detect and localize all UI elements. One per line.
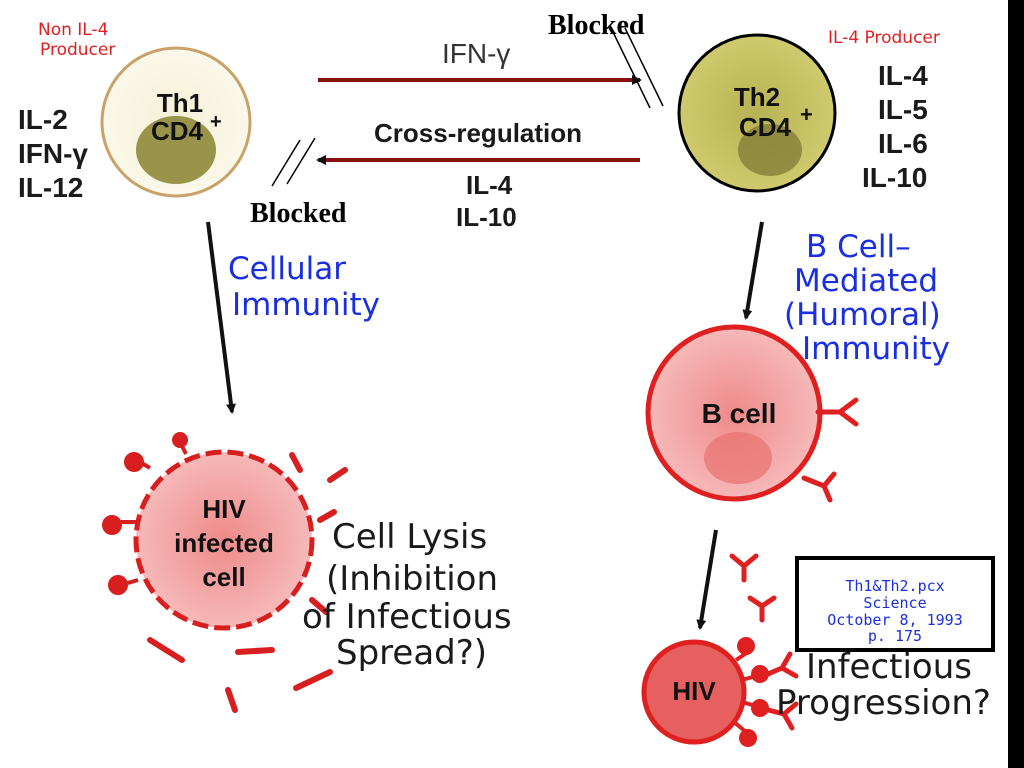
ifn-gamma-label: IFN-γ [442,38,511,69]
edge-bar [1008,0,1024,768]
blocked-mark-bottom [271,137,316,187]
th2-cytokine-3: IL-6 [878,128,928,159]
th1-producer-label-line1: Non IL-4 [38,20,109,40]
th2-cd4-sup: + [800,102,813,127]
b-cell [645,324,859,503]
humoral-immunity-arrow [742,221,764,320]
cellular-immunity-line1: Cellular [228,251,346,287]
humoral-immunity-line2: Mediated [794,263,939,299]
th1-cell [100,46,252,198]
cellular-immunity-line2: Immunity [232,287,380,323]
cross-regulation-label: Cross-regulation [374,118,583,148]
cellular-immunity-arrow [206,221,236,414]
th2-cell-name: Th2 [733,82,781,112]
citation-line4: p. 175 [867,627,923,645]
th2-producer-label: IL-4 Producer [828,28,940,48]
citation-line2: Science [863,594,927,612]
th1-cell-name: Th1 [156,88,204,118]
blocked-mark-top [611,27,664,109]
citation-box [795,556,995,652]
cell-lysis-line3: of Infectious [302,597,512,637]
hiv-infected-line1: HIV [202,494,246,524]
th1-producer-label-line2: Producer [40,40,116,60]
th2-cytokine-1: IL-4 [878,60,928,91]
blocked-label-bottom: Blocked [250,198,347,229]
citation-line3: October 8, 1993 [827,611,963,629]
il10-arrow-label: IL-10 [456,202,517,232]
th2-cytokine-4: IL-10 [862,162,928,193]
humoral-immunity-line3: (Humoral) [784,297,941,333]
free-antibodies [729,553,777,623]
th1-cd4-label: CD4 [150,116,203,146]
infectious-progression-line2: Progression? [776,683,991,723]
th2-cell [677,33,837,193]
citation-line1: Th1&Th2.pcx [845,577,945,595]
cell-lysis-line1: Cell Lysis [332,517,488,557]
th2-cd4-label: CD4 [738,112,791,142]
il4-arrow-label: IL-4 [466,170,513,200]
hiv-virion [641,637,799,747]
hiv-infected-line2: infected [174,528,274,558]
infectious-progression-line1: Infectious [806,647,972,687]
hiv-label: HIV [672,676,716,706]
th2-cytokine-2: IL-5 [878,94,928,125]
humoral-immunity-line1: B Cell– [806,229,911,265]
th1-cd4-sup: + [210,111,222,133]
cell-lysis-line2: (Inhibition [326,559,498,599]
th1-cytokine-1: IL-2 [18,104,68,135]
th1-cytokine-2: IFN-γ [18,138,88,169]
blocked-label-top: Blocked [548,10,645,41]
b-cell-label: B cell [701,398,777,429]
humoral-immunity-line4: Immunity [802,331,950,367]
hiv-infected-cell [102,432,348,713]
th1-cytokine-3: IL-12 [18,172,84,203]
hiv-infected-line3: cell [202,562,246,592]
b-cell-to-hiv-arrow [696,529,718,630]
cell-lysis-line4: Spread?) [336,633,488,673]
